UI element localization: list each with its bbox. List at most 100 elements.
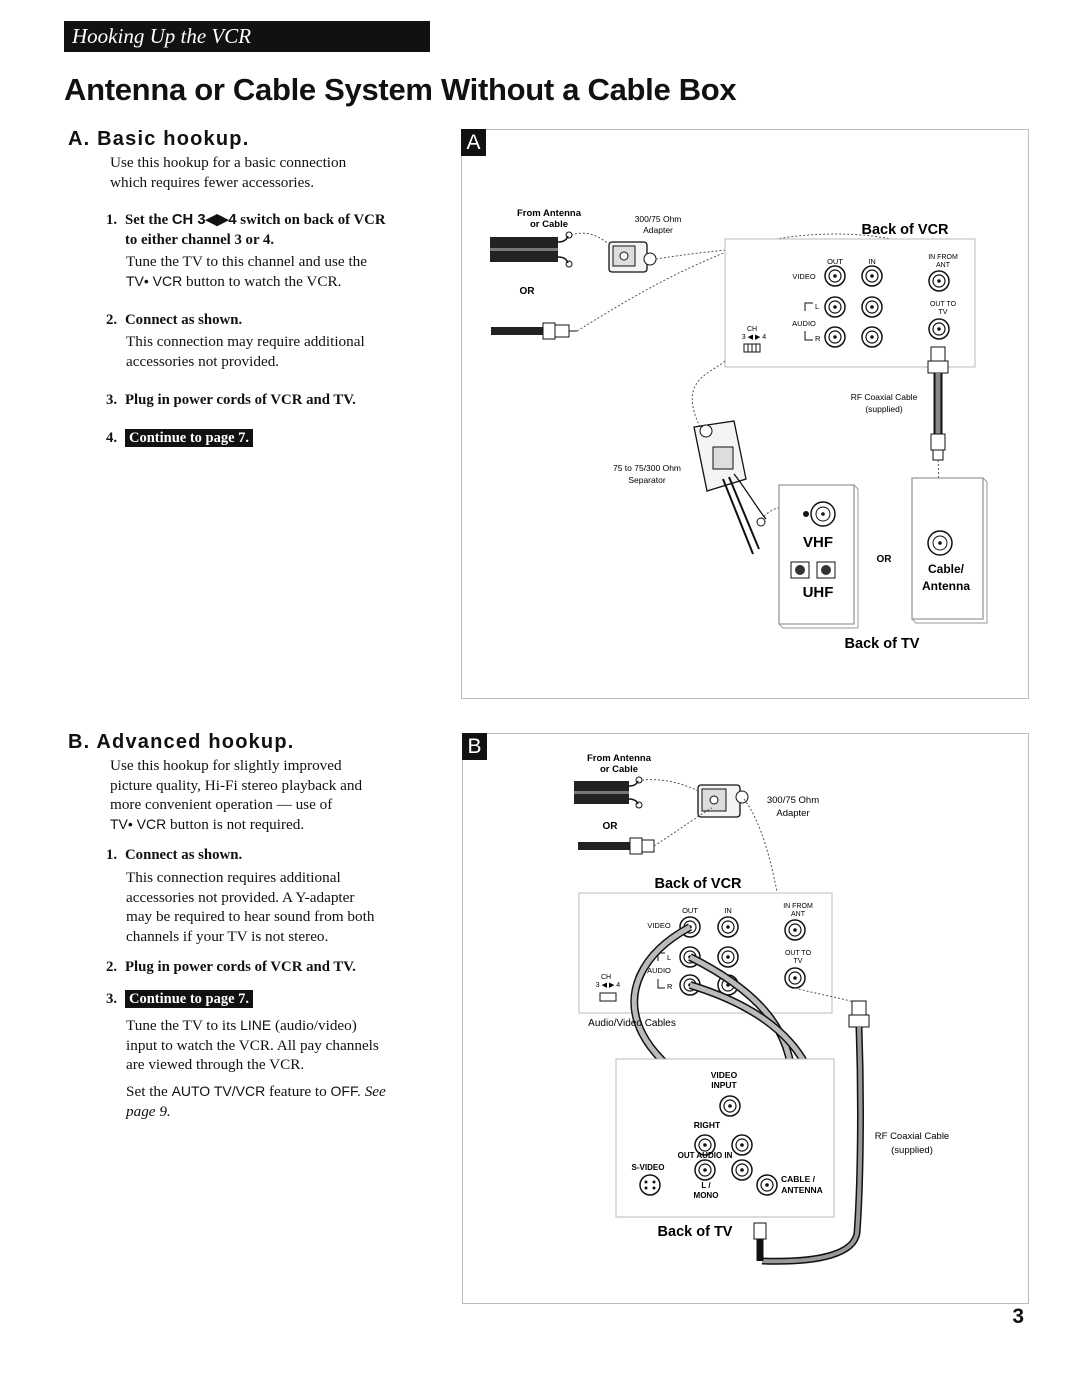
step-number: 3.: [106, 392, 118, 408]
continue-to-page-link[interactable]: Continue to page 7.: [125, 429, 254, 447]
out-to-label: OUT TO: [785, 950, 812, 957]
adapter-ohm-label: 300/75 Ohm: [767, 795, 819, 806]
detail-line: accessories not provided. A Y-adapter: [126, 888, 355, 906]
section-a-step-2-detail: This connection may require additional a…: [126, 332, 365, 371]
section-a-step-2: 2.Connect as shown.: [106, 311, 242, 331]
ant-label: ANT: [936, 262, 951, 269]
adapter-label: Adapter: [643, 225, 673, 235]
section-a-title: A. Basic hookup.: [68, 128, 250, 150]
tv-vhf-uhf-plate: [778, 484, 859, 629]
intro-line: button is not required.: [166, 815, 305, 833]
cable-slash-label: Cable/: [928, 562, 965, 576]
in-label: IN: [724, 906, 732, 915]
section-b-title: B. Advanced hookup.: [68, 731, 295, 753]
video-out-jack: [824, 265, 846, 287]
detail-line: accessories not provided.: [126, 352, 280, 370]
note-text: Set the: [126, 1083, 172, 1100]
l-slash-label: L /: [701, 1181, 711, 1190]
adapter-label: Adapter: [776, 808, 809, 819]
audio-label: AUDIO: [647, 966, 671, 975]
section-a-step-3: 3. Plug in power cords of VCR and TV.: [106, 391, 356, 411]
section-b-auto-note: Set the AUTO TV/VCR feature to OFF. See …: [126, 1082, 386, 1121]
page-title: Antenna or Cable System Without a Cable …: [64, 72, 737, 107]
rf-coaxial-cable: [927, 346, 949, 535]
cable-slash-label: CABLE /: [781, 1174, 816, 1184]
step-text: to either channel 3 or 4.: [125, 231, 275, 248]
tv-audio-out-left-jack: [694, 1159, 716, 1181]
rf-coaxial-cable: [753, 1000, 870, 1265]
section-a-step-4: 4.Continue to page 7.: [106, 429, 254, 449]
auto-tv-vcr-label: AUTO TV/VCR: [171, 1083, 266, 1099]
separator-label: Separator: [628, 475, 665, 485]
uhf-label: UHF: [803, 584, 834, 601]
video-input-label-2: INPUT: [711, 1080, 737, 1090]
section-b-step-1-detail: This connection requires additional acce…: [126, 868, 374, 946]
off-label: OFF.: [330, 1083, 361, 1099]
out-to-tv-jack: [928, 318, 950, 340]
rf-supplied-label: (supplied): [865, 404, 902, 414]
step-number: 1.: [106, 212, 118, 228]
audio-r-label: R: [667, 982, 673, 991]
section-header-bar: Hooking Up the VCR: [64, 21, 430, 52]
step-text: Set the: [125, 212, 172, 228]
tv-label: TV: [794, 958, 803, 965]
from-antenna-label: From Antenna: [517, 208, 582, 219]
tv-video-input-jack: [719, 1095, 741, 1117]
mono-label: MONO: [694, 1191, 719, 1200]
audio-l-in-jack: [861, 296, 883, 318]
ch-switch-label: CH 3◀▶4: [171, 212, 237, 228]
step-text: Plug in power cords of VCR and TV.: [125, 392, 356, 408]
ch-label: CH: [601, 974, 611, 981]
step-number: 2.: [106, 959, 118, 975]
video-in-jack: [861, 265, 883, 287]
out-to-label: OUT TO: [930, 301, 957, 308]
adapter-icon: [608, 241, 657, 273]
detail-line: Tune the TV to this channel and use the: [126, 253, 368, 270]
tv-vcr-button-label: TV• VCR: [126, 272, 183, 289]
in-from-label: IN FROM: [928, 254, 958, 261]
section-b-step-2: 2. Plug in power cords of VCR and TV.: [106, 958, 356, 978]
line-input-label: LINE: [240, 1017, 272, 1033]
continue-to-page-link[interactable]: Continue to page 7.: [125, 990, 254, 1008]
ant-label: ANT: [791, 911, 806, 918]
s-video-label: S-VIDEO: [632, 1163, 665, 1172]
coax-antenna-wire: [578, 837, 655, 855]
out-audio-in-label: OUT AUDIO IN: [678, 1151, 733, 1160]
page-reference[interactable]: page 9.: [126, 1102, 171, 1120]
out-label: OUT: [827, 257, 843, 266]
ch-switch[interactable]: [599, 992, 617, 1002]
tv-vcr-button-label: TV• VCR: [110, 815, 167, 832]
twin-lead-wire: [490, 231, 573, 268]
video-input-label: VIDEO: [711, 1070, 738, 1080]
intro-line: Use this hookup for a basic connection: [110, 154, 347, 171]
or-label: OR: [520, 286, 536, 297]
step-text: Connect as shown.: [125, 312, 243, 328]
step-number: 3.: [106, 991, 118, 1007]
s-video-jack: [639, 1174, 661, 1196]
audio-r-in-jack: [861, 326, 883, 348]
right-label: RIGHT: [694, 1120, 721, 1130]
audio-l-label: L: [815, 302, 819, 311]
ch-label: CH: [747, 326, 757, 333]
rf-cable-label: RF Coaxial Cable: [875, 1131, 949, 1142]
intro-line: more convenient operation — use of: [110, 796, 333, 814]
section-b-tune-note: Tune the TV to its LINE (audio/video) in…: [126, 1016, 379, 1075]
tv-cable-antenna-jack: [756, 1174, 778, 1196]
vcr-panel: [724, 238, 976, 368]
or-label: OR: [603, 821, 619, 832]
detail-line: button to watch the VCR.: [182, 272, 342, 290]
note-text: are viewed through the VCR.: [126, 1056, 305, 1074]
tv-audio-in-left-jack: [731, 1159, 753, 1181]
step-text: Plug in power cords of VCR and TV.: [125, 959, 356, 975]
in-from-label: IN FROM: [783, 903, 813, 910]
av-cables-label: Audio/Video Cables: [588, 1018, 676, 1029]
or-cable-label: or Cable: [600, 764, 638, 775]
diagram-b-label: B: [462, 733, 487, 760]
video-label: VIDEO: [792, 272, 816, 281]
note-text: feature to: [265, 1083, 331, 1100]
detail-line: This connection requires additional: [126, 869, 341, 886]
rf-cable-label: RF Coaxial Cable: [851, 392, 918, 402]
adapter-icon: [697, 784, 749, 818]
antenna-label: Antenna: [922, 579, 970, 593]
from-antenna-label: From Antenna: [587, 753, 652, 764]
